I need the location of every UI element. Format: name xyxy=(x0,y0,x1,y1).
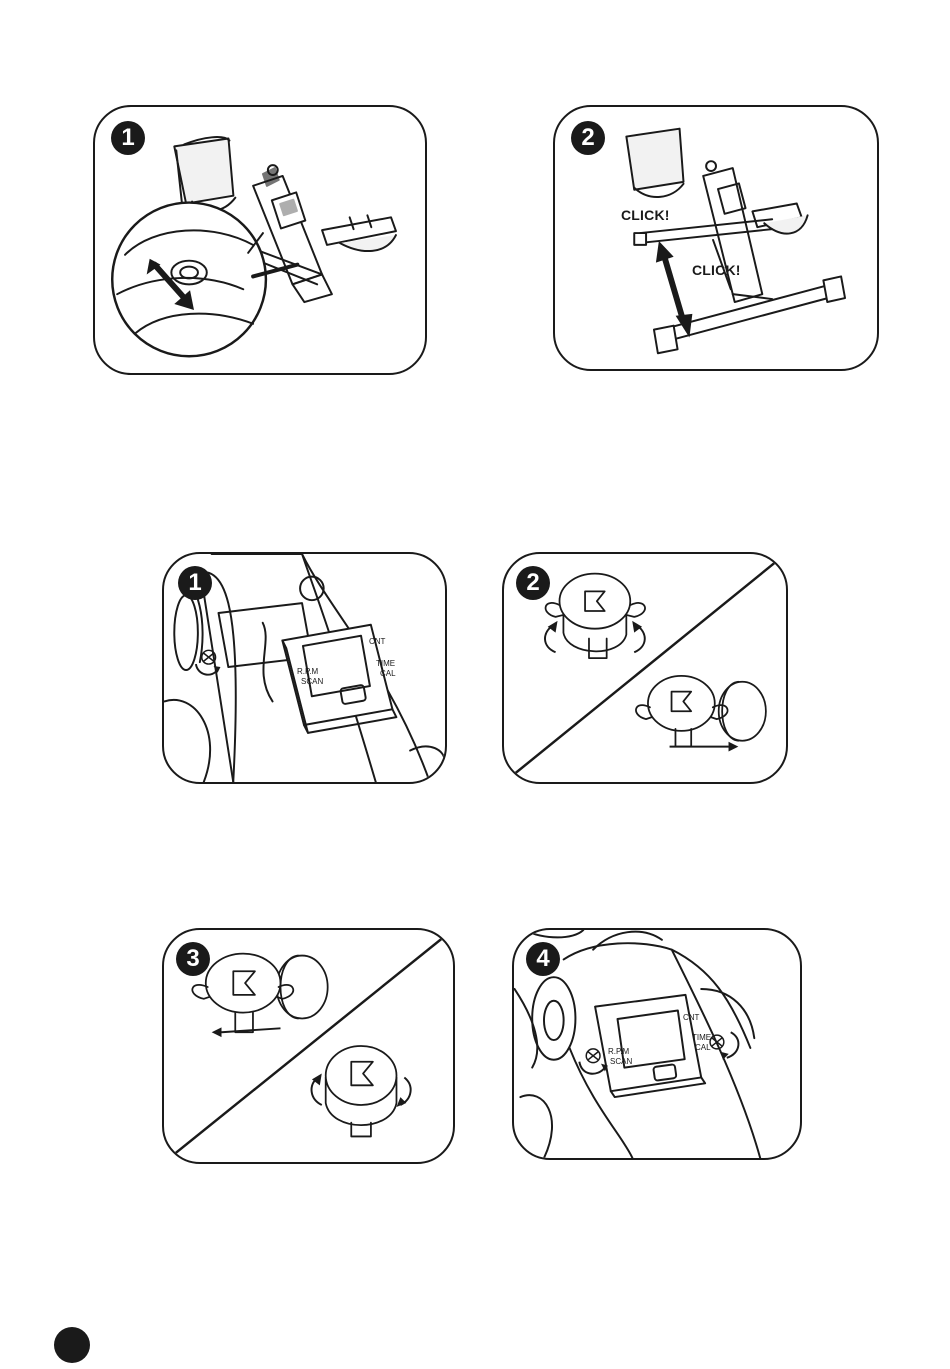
meter-label-rpm: R.P.M xyxy=(608,1048,629,1056)
click-label-upper: CLICK! xyxy=(621,207,670,223)
instruction-panel-unfold: 1 xyxy=(93,105,427,375)
meter-label-scan: SCAN xyxy=(610,1058,632,1066)
step-number-badge: 1 xyxy=(111,121,145,155)
instruction-panel-battery-open: 2 xyxy=(502,552,788,784)
page-marker-dot xyxy=(54,1327,90,1363)
meter-label-time: TIME xyxy=(692,1034,711,1042)
instruction-panel-meter-install: 4 xyxy=(512,928,802,1160)
instruction-panel-meter-remove: 1 xyxy=(162,552,447,784)
step-number-badge: 1 xyxy=(178,566,212,600)
instruction-panel-attach-legs: 2 xyxy=(553,105,879,371)
step-number-badge: 3 xyxy=(176,942,210,976)
meter-label-cnt: CNT xyxy=(369,638,385,646)
meter-label-cnt: CNT xyxy=(683,1014,699,1022)
meter-label-cal: CAL xyxy=(380,670,396,678)
battery-icon xyxy=(546,574,645,659)
screw-icon xyxy=(586,1049,600,1063)
click-label-lower: CLICK! xyxy=(692,262,741,278)
step-number-badge: 4 xyxy=(526,942,560,976)
step-number-badge: 2 xyxy=(516,566,550,600)
meter-label-rpm: R.P.M xyxy=(297,668,318,676)
meter-label-scan: SCAN xyxy=(301,678,323,686)
instruction-panel-battery-close: 3 xyxy=(162,928,455,1164)
pedal-exerciser-illustration xyxy=(95,107,425,373)
battery-icon xyxy=(636,676,766,747)
battery-icon xyxy=(192,954,327,1033)
meter-label-time: TIME xyxy=(376,660,395,668)
arrow-icon xyxy=(656,241,692,338)
pedal-exerciser-legs-illustration xyxy=(555,107,877,369)
arrow-icon xyxy=(670,742,739,752)
battery-icon xyxy=(326,1046,397,1136)
screw-icon xyxy=(710,1035,724,1049)
meter-label-cal: CAL xyxy=(695,1044,711,1052)
step-number-badge: 2 xyxy=(571,121,605,155)
